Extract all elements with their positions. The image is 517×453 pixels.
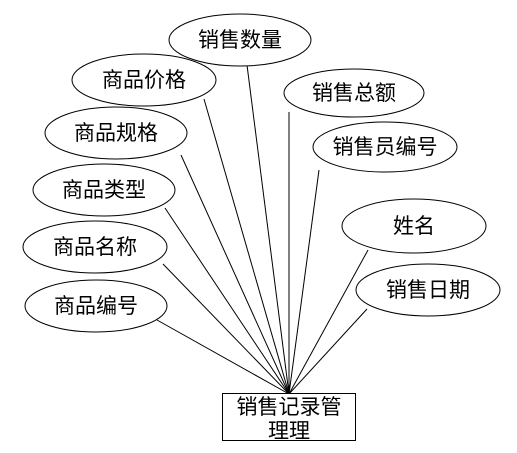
connector-product-name (162, 263, 290, 395)
attribute-label-name: 姓名 (393, 214, 435, 238)
attribute-label-sales-quantity: 销售数量 (198, 28, 282, 52)
attribute-ellipse-sales-total (283, 68, 425, 118)
connector-product-price (203, 98, 290, 395)
attribute-ellipse-product-spec (44, 106, 188, 160)
connector-salesperson-id (288, 169, 320, 395)
attribute-label-product-price: 商品价格 (102, 68, 186, 92)
entity-label: 销售记录管理理 (236, 395, 342, 441)
attribute-ellipse-sales-quantity (168, 13, 312, 67)
connector-product-id (156, 319, 290, 395)
attribute-label-product-spec: 商品规格 (74, 121, 158, 145)
attribute-ellipse-salesperson-id (312, 121, 458, 173)
attribute-label-product-id: 商品编号 (54, 294, 138, 318)
connector-product-spec (180, 154, 290, 395)
entity-box: 销售记录管理理 (222, 393, 356, 441)
connector-sales-quantity (246, 64, 290, 395)
attribute-ellipse-sales-date (355, 263, 501, 317)
attribute-label-product-type: 商品类型 (62, 178, 146, 202)
attribute-ellipse-product-price (71, 53, 217, 107)
connector-product-type (164, 207, 290, 395)
attribute-label-salesperson-id: 销售员编号 (333, 135, 438, 159)
connector-sales-date (288, 308, 368, 395)
attribute-label-sales-total: 销售总额 (312, 81, 396, 105)
attribute-ellipse-name (341, 198, 487, 254)
attribute-label-product-name: 商品名称 (53, 235, 137, 259)
attribute-ellipse-product-name (22, 220, 168, 274)
attribute-label-sales-date: 销售日期 (386, 278, 470, 302)
connector-name (288, 249, 369, 395)
attribute-ellipse-product-id (24, 279, 168, 333)
attribute-ellipse-product-type (32, 163, 176, 217)
